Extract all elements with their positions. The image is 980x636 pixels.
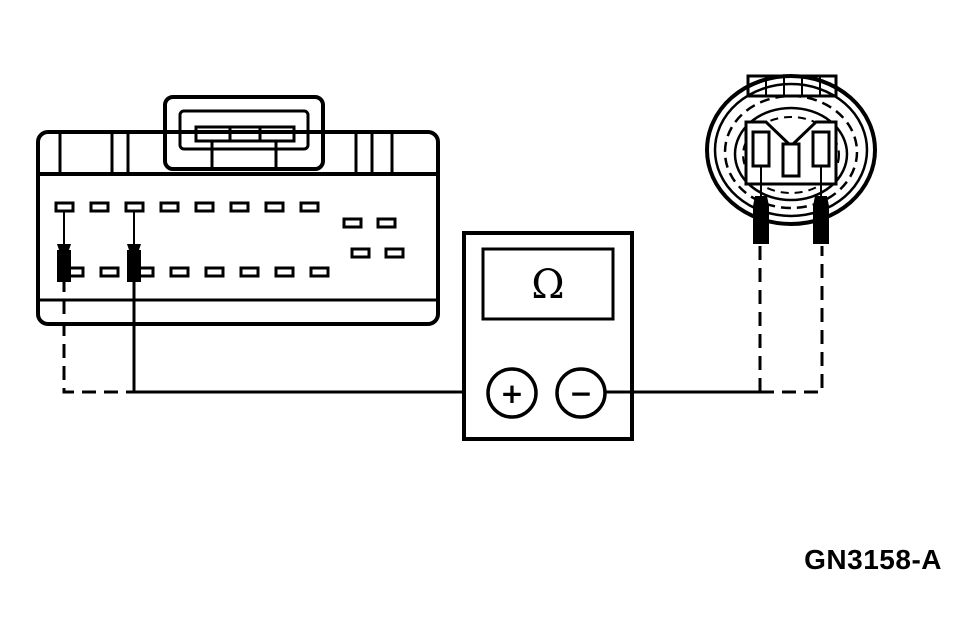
pin-cavity [299,201,320,213]
sensor-terminal [811,130,831,168]
positive-terminal-sign: + [500,377,523,410]
right-test-probe-2 [813,166,829,244]
positive-terminal [486,367,538,419]
connector-body [36,130,440,326]
left-test-leads [62,292,488,394]
pin-cavity [54,201,75,213]
pin-cavity [350,247,371,259]
ohm-symbol: Ω [531,262,564,308]
sensor-connector [705,74,877,226]
pin-cavity [239,266,260,278]
sensor-housing [705,74,877,226]
pin-cavity [384,247,405,259]
connector-pin-cavities [54,201,405,278]
left-test-probe-2 [127,211,141,292]
pin-cavity [89,201,110,213]
pin-cavity [159,201,180,213]
pin-cavity [229,201,250,213]
ohmmeter: Ω + − [462,231,634,441]
pin-cavity [204,266,225,278]
ohmmeter-display [481,247,615,321]
pin-cavity [274,266,295,278]
figure-id-label: GN3158-A [804,544,942,575]
pin-cavity [194,201,215,213]
multi-pin-connector [36,95,440,326]
pin-cavity [309,266,330,278]
pin-cavity [264,201,285,213]
right-test-probe-1 [753,166,769,244]
pin-cavity [99,266,120,278]
dashed-lead-probe-2 [760,246,824,394]
left-test-probe-1 [57,211,71,292]
sensor-terminal [751,130,771,168]
negative-terminal-sign: − [569,377,592,410]
pin-cavity [169,266,190,278]
pin-cavity [124,201,145,213]
right-test-leads [605,246,824,394]
pin-cavity [376,217,397,229]
pin-cavity [342,217,363,229]
dashed-lead [62,300,134,394]
sensor-terminal [781,142,801,178]
